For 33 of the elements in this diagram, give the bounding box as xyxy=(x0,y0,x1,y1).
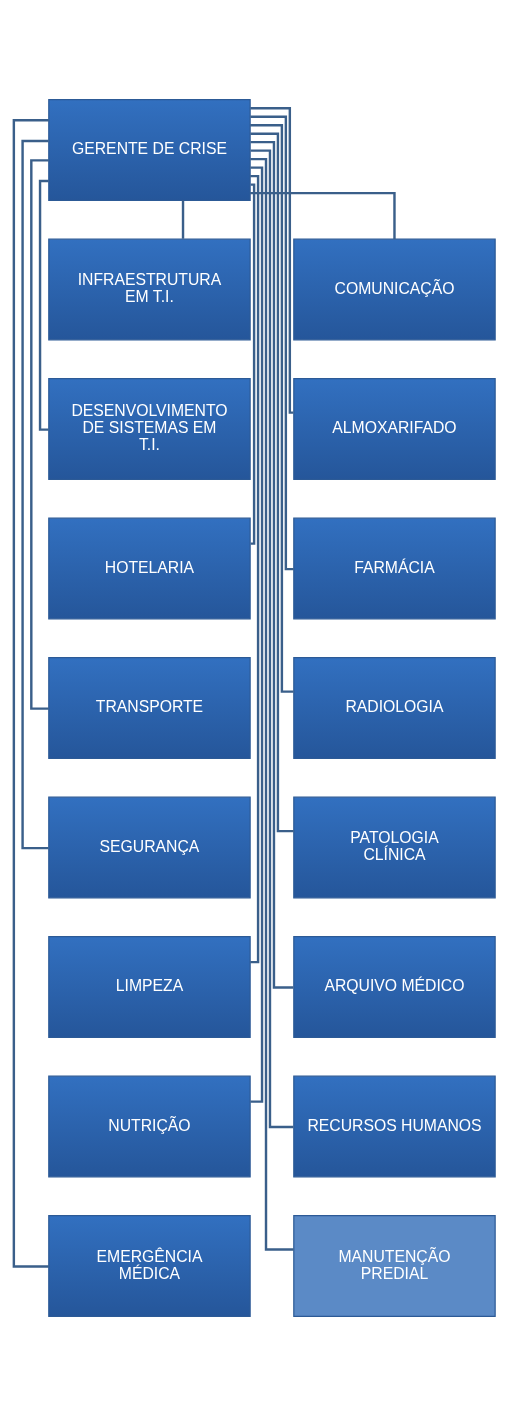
connector xyxy=(12,119,49,1268)
connector xyxy=(249,191,396,240)
node-box: MANUTENÇÃO PREDIAL xyxy=(292,1215,496,1317)
node-box: TRANSPORTE xyxy=(47,657,251,759)
connector xyxy=(249,107,293,414)
connector xyxy=(250,183,255,545)
connector xyxy=(249,166,263,1103)
node-box: ARQUIVO MÉDICO xyxy=(292,936,496,1038)
node-box: RADIOLOGIA xyxy=(292,657,496,759)
node-box: RECURSOS HUMANOS xyxy=(292,1075,496,1178)
connector xyxy=(250,140,293,989)
node-box: INFRAESTRUTURA EM T.I. xyxy=(47,238,251,341)
node-box: HOTELARIA xyxy=(47,517,251,620)
connector xyxy=(249,157,294,1251)
connector xyxy=(181,200,184,239)
node-box: FARMÁCIA xyxy=(292,517,496,620)
connector xyxy=(20,139,49,850)
node-box: NUTRIÇÃO xyxy=(47,1075,251,1178)
connector xyxy=(250,149,293,1129)
connector xyxy=(38,179,49,431)
connector xyxy=(249,132,294,833)
node-box: GERENTE DE CRISE xyxy=(47,99,251,201)
connector xyxy=(249,115,294,571)
node-box: LIMPEZA xyxy=(47,936,251,1038)
node-box: PATOLOGIA CLÍNICA xyxy=(292,796,496,899)
connector xyxy=(29,159,49,710)
node-box: SEGURANÇA xyxy=(47,796,251,899)
node-box: EMERGÊNCIA MÉDICA xyxy=(47,1215,251,1317)
node-box: ALMOXARIFADO xyxy=(292,378,496,480)
connector xyxy=(249,174,259,964)
connector xyxy=(249,123,293,693)
node-box: COMUNICAÇÃO xyxy=(292,238,496,341)
node-box: DESENVOLVIMENTO DE SISTEMAS EM T.I. xyxy=(47,378,251,480)
